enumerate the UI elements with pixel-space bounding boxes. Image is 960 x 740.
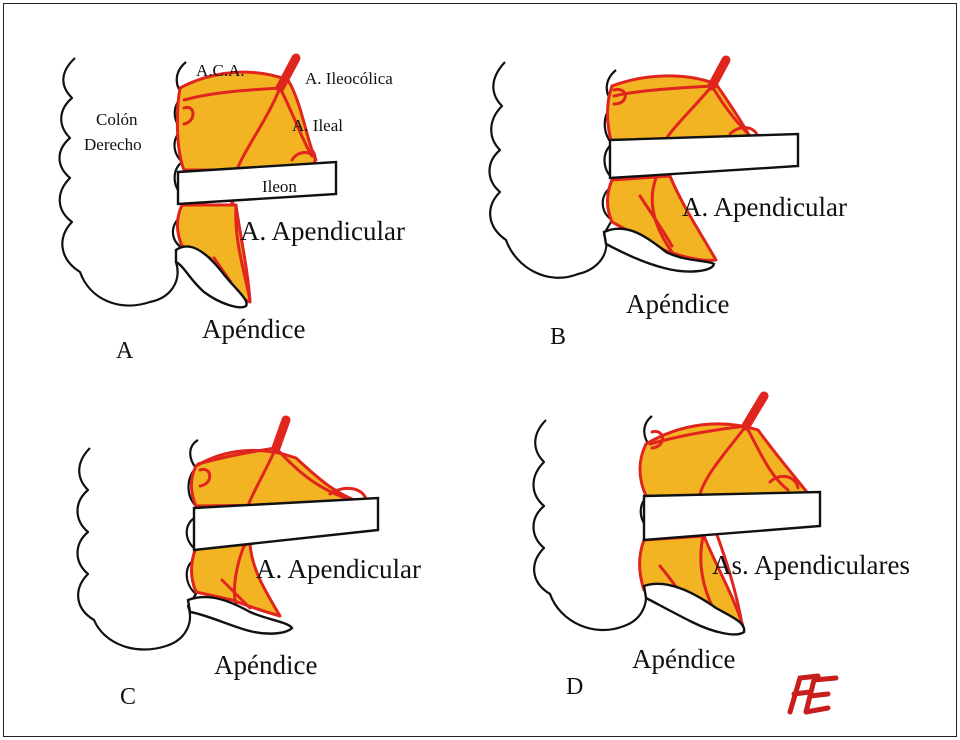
label-ileal: A. Ileal <box>292 116 343 135</box>
panel-c-ileum <box>194 498 378 550</box>
panel-d-letter: D <box>566 674 583 700</box>
panel-b-ileum <box>610 134 798 178</box>
panel-a-letter: A <box>116 338 134 364</box>
panel-d-apendiculares-label: As. Apendiculares <box>712 550 910 580</box>
panel-d-apendice-label: Apéndice <box>632 644 735 674</box>
panel-b-apendice-label: Apéndice <box>626 289 729 319</box>
panel-b-colon <box>490 62 617 278</box>
label-derecho: Derecho <box>84 135 142 154</box>
panel-b-ileocolic-trunk <box>712 60 726 86</box>
panel-a-apendicular-label: A. Apendicular <box>240 216 405 246</box>
panel-a-colon <box>60 58 187 305</box>
panel-d-ileocolic-trunk <box>746 396 764 426</box>
label-aca: A.C.A. <box>196 61 245 80</box>
label-ileocolica: A. Ileocólica <box>305 69 393 88</box>
panel-c-apendice-label: Apéndice <box>214 650 317 680</box>
panel-c: A. Apendicular Apéndice C <box>78 420 421 710</box>
panel-c-apendicular-label: A. Apendicular <box>256 554 421 584</box>
label-colon: Colón <box>96 110 138 129</box>
label-ileon: Ileon <box>262 177 297 196</box>
panel-b-apendicular-label: A. Apendicular <box>682 192 847 222</box>
panel-d-ileum <box>644 492 820 540</box>
panel-c-colon <box>78 440 199 650</box>
panel-d: As. Apendiculares Apéndice D <box>534 396 910 700</box>
panel-a-apendice-label: Apéndice <box>202 314 305 344</box>
panel-a: A.C.A. A. Ileocólica A. Ileal Colón Dere… <box>60 58 405 364</box>
panel-b-letter: B <box>550 324 566 350</box>
panel-c-letter: C <box>120 684 136 710</box>
panel-b: A. Apendicular Apéndice B <box>490 60 847 350</box>
signature-monogram <box>790 676 836 712</box>
panel-d-colon <box>534 416 653 630</box>
panel-c-ileocolic-trunk <box>276 420 286 448</box>
